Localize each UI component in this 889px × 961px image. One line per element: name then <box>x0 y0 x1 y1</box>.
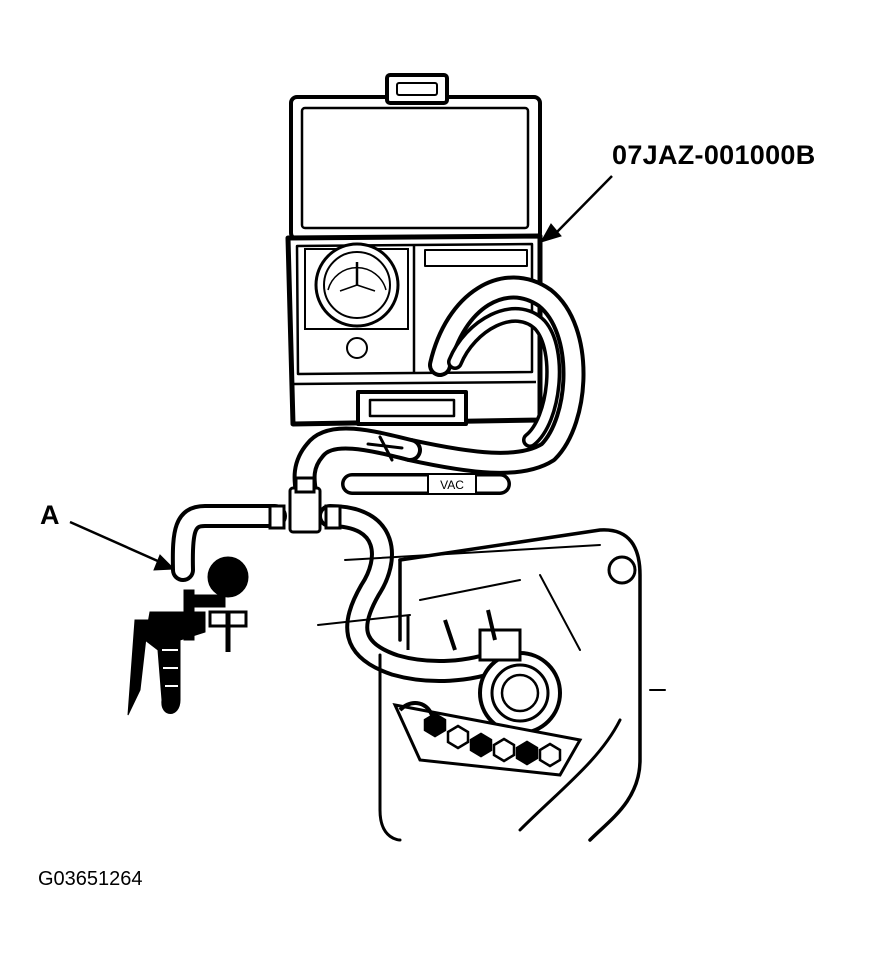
part-arrowhead <box>539 223 562 243</box>
hose-a <box>170 504 512 683</box>
tester-case-lid <box>289 73 542 241</box>
purge-valve <box>406 609 562 735</box>
pressure-gauge <box>304 242 409 359</box>
part-leader-line <box>554 175 613 235</box>
tee-fitting <box>268 476 342 534</box>
part-number-label: 07JAZ-001000B <box>612 140 816 170</box>
a-arrowhead <box>153 554 176 571</box>
engine-bracket <box>317 528 666 842</box>
vac-tag <box>427 473 477 495</box>
figure-code-label: G03651264 <box>38 868 143 890</box>
leader-arrows <box>69 175 613 571</box>
callout-a-label: A <box>40 500 60 530</box>
a-leader-line <box>69 520 161 564</box>
grille-mesh <box>392 701 583 777</box>
vacuum-pump <box>127 556 249 716</box>
vac-tag-text: VAC <box>440 478 464 492</box>
